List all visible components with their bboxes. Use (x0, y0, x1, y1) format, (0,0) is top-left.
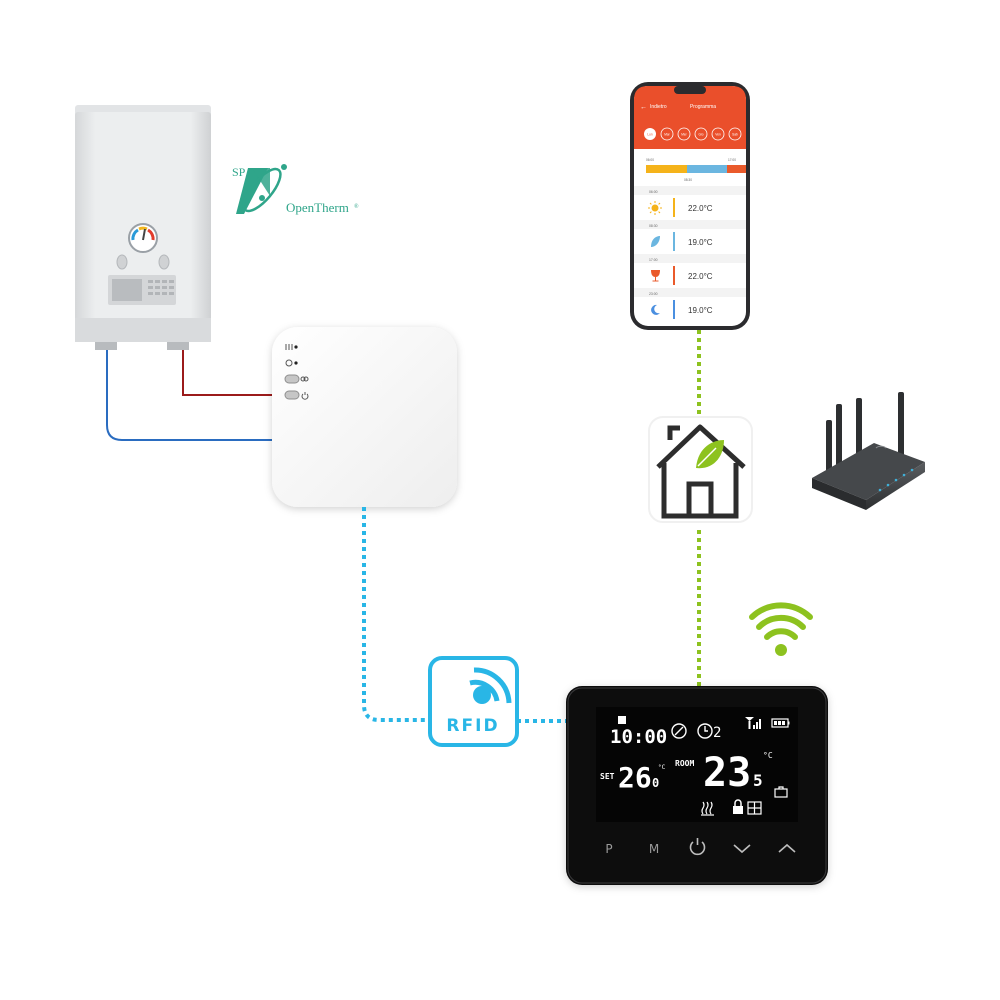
day-tab[interactable] (677, 127, 691, 141)
chevron-down-icon[interactable] (733, 844, 751, 854)
day-tabs: Lun Mar Mer Gio Ven Sab (644, 127, 742, 141)
thermostat-clock: 10:00 (610, 726, 667, 748)
schedule-row[interactable]: 23:00 19.0°C (634, 288, 746, 319)
boiler-knob-right (158, 254, 170, 270)
rfid-dotted-line-left (362, 507, 430, 722)
chevron-up-icon[interactable] (778, 843, 796, 853)
window-icon (747, 801, 762, 815)
receiver-controls (284, 344, 309, 400)
day-tab-label: Lun (647, 133, 653, 137)
leaf-icon (651, 236, 660, 247)
clock-icon (285, 359, 298, 367)
power-icon (301, 392, 309, 400)
power-button[interactable] (284, 390, 300, 400)
rfid-label: RFID (446, 716, 499, 736)
glass-icon (651, 270, 660, 282)
no-heat-icon (671, 723, 687, 739)
thermostat: 3 10:00 2 SET 26 0 °C ROOM 23 5 (566, 686, 828, 885)
schedule-temp: 19.0°C (688, 306, 713, 315)
timer-icon (697, 723, 713, 739)
home-leaf-icon (648, 416, 753, 523)
day-tab-label: Gio (699, 133, 704, 137)
day-number: 3 (620, 717, 624, 725)
day-tab[interactable] (711, 127, 725, 141)
schedule-temp: 19.0°C (688, 238, 713, 247)
schedule-temp: 22.0°C (688, 204, 713, 213)
boiler-knob-left (116, 254, 128, 270)
signal-icon (745, 717, 761, 729)
phone-back-label: Indietro (650, 104, 667, 110)
day-tab-label: Mer (681, 133, 687, 137)
heating-icon (701, 801, 714, 816)
rfid-signal-icon (469, 667, 512, 704)
phone-title: Programma (690, 104, 716, 110)
schedule-time: 08:30 (649, 224, 658, 228)
schedule-time: 17:00 (649, 258, 658, 262)
power-icon[interactable] (689, 838, 706, 856)
wifi-icon (749, 602, 813, 656)
red-pipe (182, 348, 272, 396)
opentherm-label: OpenTherm (286, 200, 349, 215)
battery-icon (771, 718, 790, 728)
room-label: ROOM (675, 759, 694, 768)
thermostat-display (596, 707, 798, 822)
opentherm-mark: ® (354, 203, 359, 210)
room-value: 23 (703, 750, 751, 796)
day-tab-label: Mar (664, 133, 670, 137)
set-value: 26 (618, 761, 652, 794)
program-number: 2 (713, 725, 721, 741)
receiver-unit (272, 327, 457, 507)
p-button[interactable]: P (605, 842, 612, 856)
m-button[interactable]: M (649, 842, 659, 856)
day-tab-label: Ven (715, 133, 721, 137)
timeline-mid-label: 08:30 (684, 178, 692, 182)
schedule-row[interactable]: 17:00 22.0°C (634, 254, 746, 285)
heating-pipes (106, 348, 272, 441)
schedule-row[interactable]: 08:30 19.0°C (634, 220, 746, 251)
timeline-start-label: 06:00 (646, 158, 654, 162)
blue-pipe (106, 348, 272, 441)
schedule-temp: 22.0°C (688, 272, 713, 281)
lock-icon (733, 799, 743, 814)
set-label: SET (600, 772, 615, 781)
router-icon (812, 392, 925, 510)
schedule-row[interactable]: 06:00 22.0°C (634, 186, 746, 217)
radiator-icon (285, 344, 298, 350)
link-button[interactable] (284, 374, 300, 384)
day-tab[interactable] (728, 127, 742, 141)
day-timeline: 06:00 17:00 08:30 (646, 158, 746, 182)
back-arrow-icon: ← (640, 104, 647, 111)
set-decimal: 0 (652, 776, 659, 790)
pressure-gauge-icon (128, 223, 158, 253)
phone-back-button[interactable]: ← Indietro (640, 104, 667, 111)
smartphone: ← Indietro Programma Lun Mar Mer Gio Ven… (630, 82, 750, 330)
day-tab[interactable] (644, 128, 656, 140)
day-tab-label: Sab (732, 133, 738, 137)
sun-icon (648, 201, 662, 215)
schedule-list: 06:00 22.0°C 08:30 19.0°C 17:00 (634, 186, 746, 319)
schedule-time: 06:00 (649, 190, 658, 194)
set-unit: °C (658, 764, 666, 771)
opentherm-sp-text: SP (232, 165, 246, 179)
timeline-end-label: 17:00 (728, 158, 736, 162)
day-tab[interactable] (660, 127, 674, 141)
suitcase-icon (774, 786, 788, 798)
moon-icon (651, 304, 660, 315)
day-indicator: 3 (618, 716, 626, 725)
day-tab[interactable] (694, 127, 708, 141)
schedule-time: 23:00 (649, 292, 658, 296)
link-icon (300, 376, 309, 382)
rfid-connection: RFID (362, 507, 566, 747)
boiler (75, 105, 211, 350)
room-decimal: 5 (753, 771, 763, 790)
opentherm-logo: SP OpenTherm ® (232, 164, 359, 215)
room-unit: °C (763, 751, 773, 760)
